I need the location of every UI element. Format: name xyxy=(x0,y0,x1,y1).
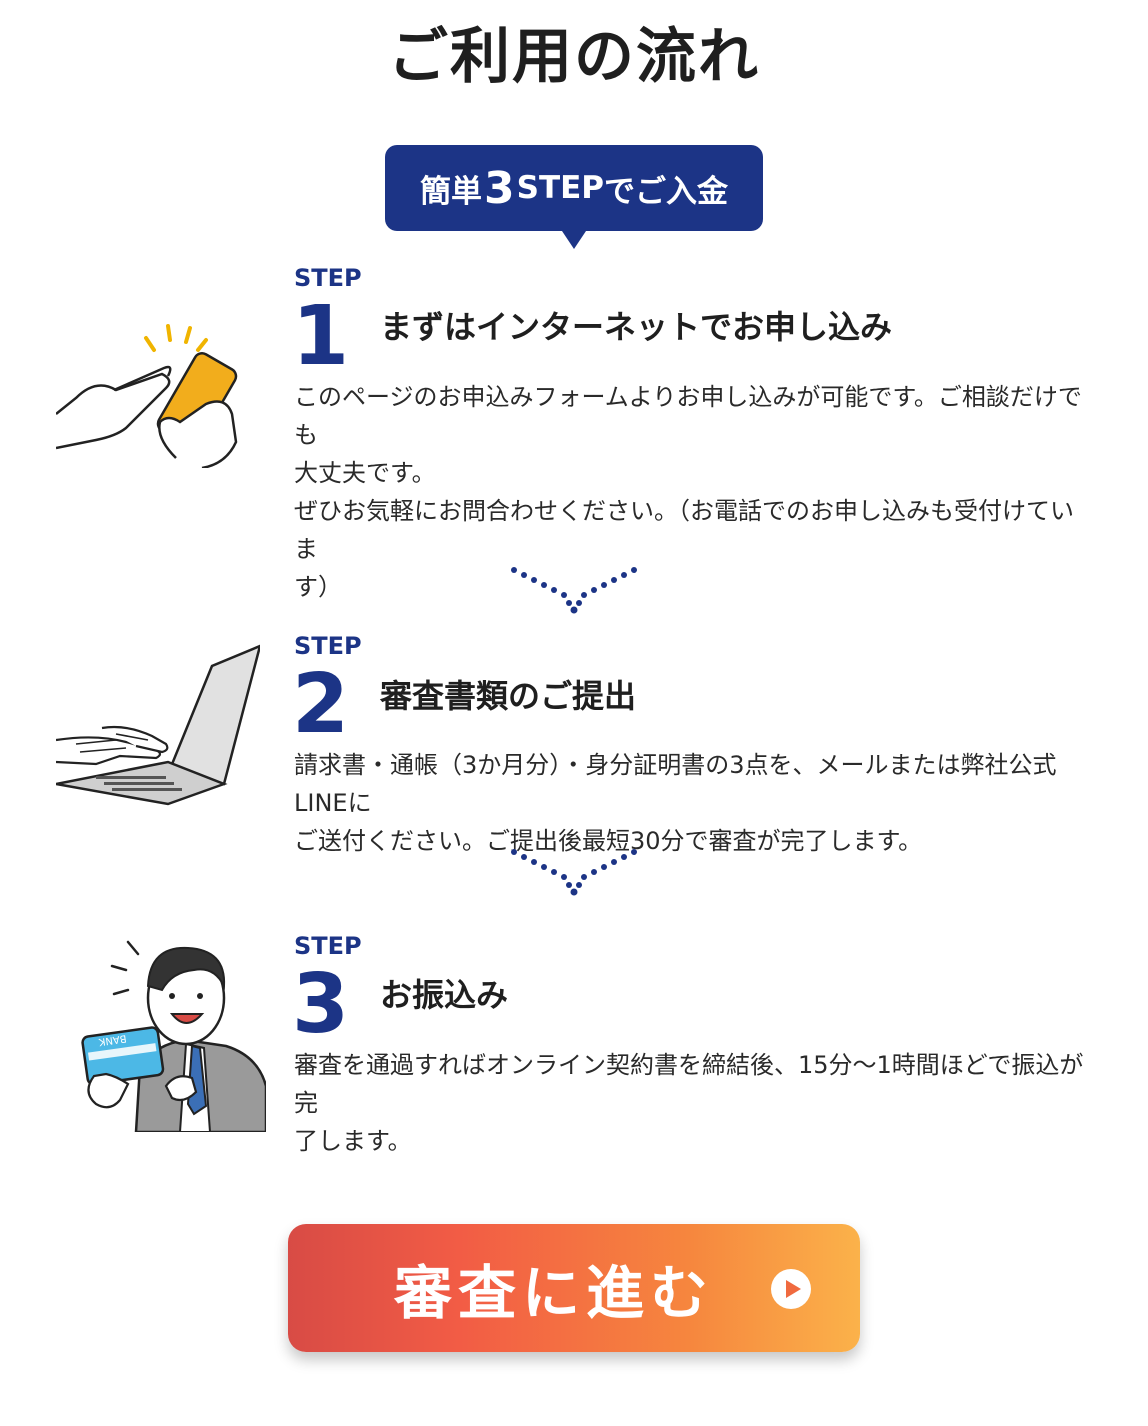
badge-suffix: でご入金 xyxy=(604,173,728,210)
step-1-line: 大丈夫です。 xyxy=(294,459,436,487)
step-2-label: STEP xyxy=(294,632,362,660)
dotted-chevron-down-icon xyxy=(511,849,637,896)
step-3-description: 審査を通過すればオンライン契約書を締結後、15分〜1時間ほどで振込が完 了します… xyxy=(294,1046,1094,1160)
badge-step-word: STEP xyxy=(516,170,604,206)
three-step-badge: 簡単 3 STEP でご入金 xyxy=(385,145,763,249)
bank-card-text: BANK xyxy=(98,1032,127,1047)
step-3-heading: お振込み xyxy=(380,976,509,1014)
step-1-line: ぜひお気軽にお問合わせください。（お電話でのお申し込みも受付けていま xyxy=(294,497,1074,563)
step-2-line: 請求書・通帳（3か月分）・身分証明書の3点を、メールまたは弊社公式LINEに xyxy=(294,751,1057,817)
cta-label: 審査に進む xyxy=(393,1259,714,1327)
hand-smartphone-icon xyxy=(56,324,238,468)
step-3-number: 3 xyxy=(292,957,350,1052)
step-3-label: STEP xyxy=(294,932,362,960)
step-1-number: 1 xyxy=(292,289,350,384)
step-1-heading: まずはインターネットでお申し込み xyxy=(380,308,893,346)
step-2-heading: 審査書類のご提出 xyxy=(380,677,637,715)
step-2-line: ご送付ください。ご提出後最短30分で審査が完了します。 xyxy=(294,827,923,855)
step-3-line: 了します。 xyxy=(294,1127,412,1155)
step-1-line: す） xyxy=(294,573,342,601)
badge-prefix: 簡単 xyxy=(420,173,482,210)
step-1-description: このページのお申込みフォームよりお申し込みが可能です。ご相談だけでも 大丈夫です… xyxy=(294,378,1094,606)
businessman-bank-card-icon: BANK xyxy=(81,940,266,1132)
step-2-description: 請求書・通帳（3か月分）・身分証明書の3点を、メールまたは弊社公式LINEに ご… xyxy=(294,746,1094,860)
dotted-chevron-down-icon xyxy=(511,567,637,614)
step-1-label: STEP xyxy=(294,264,362,292)
proceed-to-review-button[interactable]: 審査に進む xyxy=(288,1224,860,1352)
page-title: ご利用の流れ xyxy=(388,22,760,92)
step-1-line: このページのお申込みフォームよりお申し込みが可能です。ご相談だけでも xyxy=(294,383,1082,449)
play-circle-icon xyxy=(771,1269,811,1309)
badge-number: 3 xyxy=(484,162,515,214)
step-2-number: 2 xyxy=(292,657,350,752)
laptop-typing-icon xyxy=(56,644,260,806)
step-3-line: 審査を通過すればオンライン契約書を締結後、15分〜1時間ほどで振込が完 xyxy=(294,1051,1084,1117)
